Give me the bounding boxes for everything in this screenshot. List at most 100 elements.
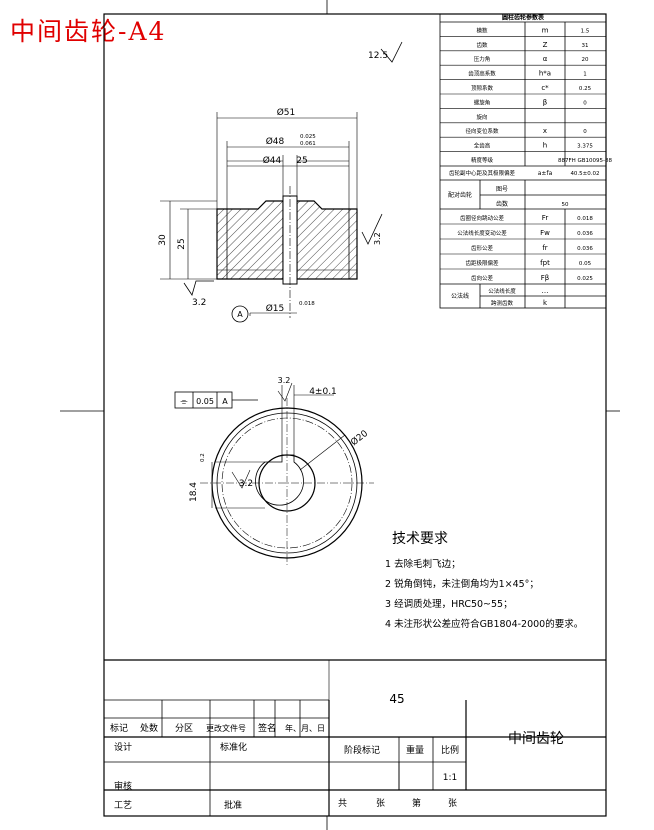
param-value: 3.375 <box>577 144 593 150</box>
roughness-keyway: 3.2 <box>278 376 291 385</box>
param-symbol: Z <box>543 41 548 49</box>
label-design: 设计 <box>114 741 132 753</box>
paired-name: 齿数 <box>496 200 508 208</box>
tol-name: 齿圈径向跳动公差 <box>460 214 505 222</box>
param-name: 全齿高 <box>474 142 491 150</box>
param-value: 1.5 <box>581 28 590 34</box>
roughness-bottom: 3.2 <box>192 298 206 308</box>
param-symbol: β <box>543 98 547 106</box>
tol-name: 齿形公差 <box>471 244 494 252</box>
label-scale: 比例 <box>441 744 459 756</box>
label-standard: 标准化 <box>220 741 247 753</box>
title-block: 45 中间齿轮 标记 处数 分区 更改文件号 签名 年、月、日 设计 标准化 审… <box>103 659 606 816</box>
tol-symbol: fpt <box>540 259 550 267</box>
tech-item: 3 经调质处理，HRC50~55； <box>385 598 513 610</box>
param-name: 模数 <box>476 26 488 34</box>
paired-gear-label: 配对齿轮 <box>448 191 472 199</box>
param-symbol: h <box>543 142 547 150</box>
param-symbol: m <box>542 26 549 34</box>
common-name: 跨测齿数 <box>491 299 514 307</box>
label-date: 年、月、日 <box>285 723 325 733</box>
tol-value: 0.036 <box>577 246 593 252</box>
dim-key-depth: 18.4 <box>189 482 199 502</box>
dim-d44-extra: 25 <box>296 156 307 166</box>
tech-item: 1 去除毛刺飞边； <box>385 558 461 570</box>
common-symbol: k <box>543 299 548 307</box>
label-weight: 重量 <box>406 744 424 756</box>
geo-tol-value: 0.05 <box>196 397 214 406</box>
param-name: 旋向 <box>476 113 487 121</box>
label-process: 工艺 <box>114 800 132 811</box>
param-value: 0 <box>583 100 587 106</box>
mating-symbol: a±fa <box>538 170 553 177</box>
part-name: 中间齿轮 <box>508 731 564 747</box>
common-normal-label: 公法线 <box>451 292 469 300</box>
technical-requirements: 技术要求 1 去除毛刺飞边；2 锐角倒钝，未注倒角均为1×45°；3 经调质处理… <box>385 531 583 630</box>
param-value: 887FH GB10095-88 <box>558 158 613 164</box>
gear-table-header: 圆柱齿轮参数表 <box>502 14 545 22</box>
scale-value: 1:1 <box>443 773 457 783</box>
tol-symbol: Fw <box>540 229 550 237</box>
label-zone: 分区 <box>175 723 193 734</box>
param-value: 1 <box>583 72 587 78</box>
label-sheets: 张 <box>376 798 385 809</box>
label-mark: 标记 <box>110 722 128 734</box>
roughness-right: 3.2 <box>373 232 382 245</box>
dim-d48-tol-upper: 0.025 <box>300 134 316 140</box>
tol-value: 0.025 <box>577 276 593 282</box>
label-approve: 批准 <box>224 799 242 811</box>
dim-h25: 25 <box>177 238 187 249</box>
tol-symbol: Fr <box>542 214 549 222</box>
label-stage: 阶段标记 <box>344 744 380 756</box>
param-name: 压力角 <box>474 55 491 63</box>
param-symbol: c* <box>541 84 549 92</box>
tech-title: 技术要求 <box>392 531 448 547</box>
tech-item: 4 未注形状公差应符合GB1804-2000的要求。 <box>385 618 583 630</box>
tol-symbol: Fβ <box>541 274 550 282</box>
tol-value: 0.018 <box>577 216 593 222</box>
mating-value: 40.5±0.02 <box>570 171 599 177</box>
roughness-general: 12.5 <box>368 51 388 61</box>
tol-symbol: fr <box>542 244 547 252</box>
label-sign: 签名 <box>258 722 276 734</box>
sheet-frame <box>60 0 620 830</box>
label-count: 处数 <box>140 722 158 734</box>
dim-d20: Ø20 <box>349 428 371 448</box>
dim-d15-tol: 0.018 <box>299 301 315 307</box>
dim-d48-tol-lower: 0.061 <box>300 141 316 147</box>
tol-name: 齿距极限偏差 <box>465 259 499 267</box>
param-symbol: α <box>543 55 548 63</box>
geo-tol-datum: A <box>222 397 228 406</box>
datum-a: A <box>237 310 243 319</box>
tol-value: 0.05 <box>579 261 592 267</box>
param-name: 径向变位系数 <box>465 127 499 135</box>
param-name: 精度等级 <box>471 156 494 164</box>
tol-name: 公法线长度变动公差 <box>457 229 507 237</box>
roughness-bore: 3.2 <box>239 479 253 489</box>
paired-name: 图号 <box>496 186 508 193</box>
label-review: 审核 <box>114 780 132 792</box>
common-symbol: … <box>542 287 549 295</box>
param-value: 31 <box>582 43 589 49</box>
label-doc-no: 更改文件号 <box>206 723 246 733</box>
dim-d15: Ø15 <box>266 303 285 314</box>
common-name: 公法线长度 <box>488 287 516 295</box>
param-name: 顶隙系数 <box>471 84 494 92</box>
param-name: 螺旋角 <box>474 98 491 106</box>
sheet-title: 中间齿轮-A4 <box>10 17 167 46</box>
material: 45 <box>389 692 404 706</box>
label-no: 第 <box>412 797 421 809</box>
dim-key-depth-tol: 0.2 <box>200 453 206 462</box>
param-value: 0.25 <box>579 86 592 92</box>
dim-d48: Ø48 <box>266 136 285 147</box>
param-value: 20 <box>582 57 589 63</box>
tol-name: 齿向公差 <box>471 274 494 282</box>
end-view: 3.2 4±0.1 Ø20 18.4 0.2 3.2 ⌯ 0.05 A <box>174 376 374 566</box>
geo-tol-symbol: ⌯ <box>180 397 188 407</box>
dim-h30: 30 <box>158 234 168 246</box>
paired-value: 50 <box>562 202 569 208</box>
tol-value: 0.036 <box>577 231 593 237</box>
label-sheet: 张 <box>448 798 457 809</box>
label-total: 共 <box>338 798 347 809</box>
